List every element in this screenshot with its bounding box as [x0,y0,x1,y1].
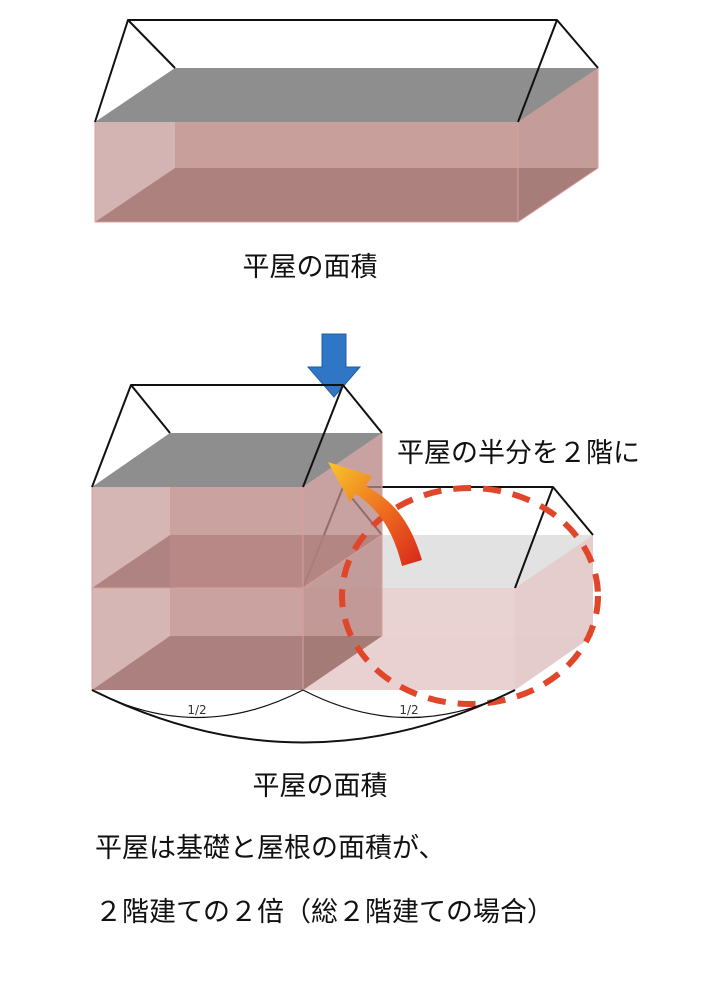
dashed-circle [339,485,601,707]
bottom-area-label: 平屋の面積 [253,771,388,802]
arrow-down-icon [306,333,362,398]
half-right-label: 1/2 [399,703,418,717]
two-story-house [91,384,383,690]
roof-plane [95,68,598,122]
side-wall [518,68,598,222]
note-line-2: ２階建ての２倍（総２階建ての場合） [95,897,554,928]
note-line-1: 平屋は基礎と屋根の面積が、 [95,833,445,864]
curved-arrow-icon [328,462,422,566]
single-story-house [94,19,599,223]
width-braces [91,689,516,744]
half-to-second-floor-label: 平屋の半分を２階に [397,438,640,469]
top-area-label: 平屋の面積 [243,252,378,283]
front-wall [95,122,518,222]
half-left-label: 1/2 [187,703,206,717]
